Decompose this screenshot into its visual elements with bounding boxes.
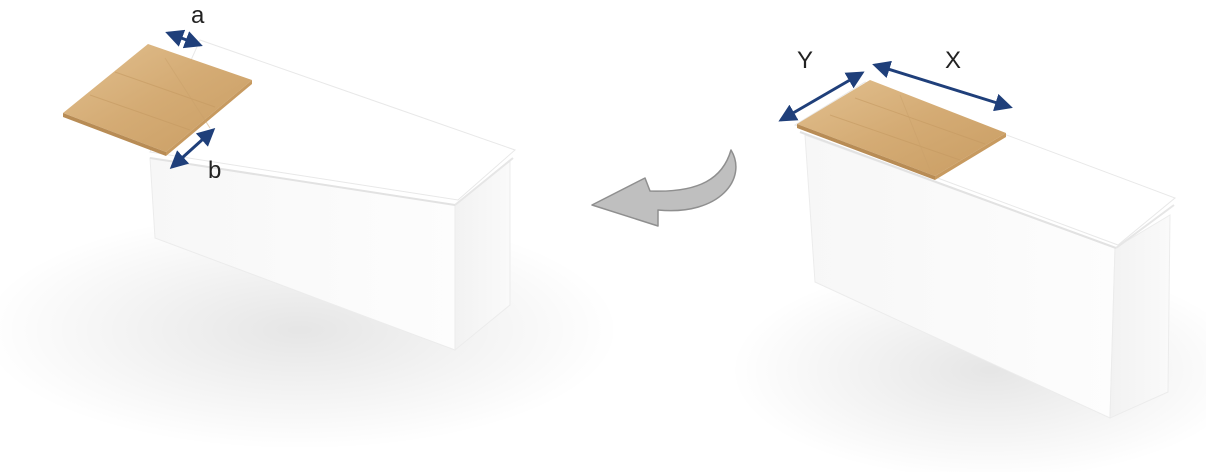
right-board-grain-1 (829, 114, 961, 161)
dimension-a: a (165, 2, 205, 49)
label-x: X (945, 47, 961, 74)
label-y: Y (797, 47, 813, 74)
double-arrow-icon-b (169, 127, 216, 170)
right-scene: Y X (730, 47, 1206, 472)
right-top-side-edge (1115, 204, 1175, 249)
left-board-grain-1 (89, 94, 191, 131)
double-arrow-icon-x (872, 60, 1013, 112)
dimension-b: b (169, 127, 221, 184)
right-cabinet-side (1109, 214, 1171, 419)
left-scene: a b (0, 2, 620, 450)
right-top-edge (799, 131, 1117, 249)
dimension-x: X (872, 47, 1013, 112)
right-board-side (935, 133, 1006, 180)
left-board-grain-2 (114, 71, 216, 108)
curved-rotate-arrow-icon (591, 149, 737, 227)
double-arrow-icon-a (165, 29, 203, 49)
left-top-side-edge (454, 157, 514, 206)
label-b: b (208, 157, 221, 184)
double-arrow-icon-y (778, 71, 865, 122)
left-board-face (63, 44, 252, 152)
right-board-edge (797, 124, 935, 180)
rotation-arrow (591, 149, 737, 227)
left-board-grain-3 (164, 57, 211, 129)
label-a: a (191, 2, 205, 29)
left-board-edge (63, 113, 166, 156)
dimension-y: Y (778, 47, 865, 122)
